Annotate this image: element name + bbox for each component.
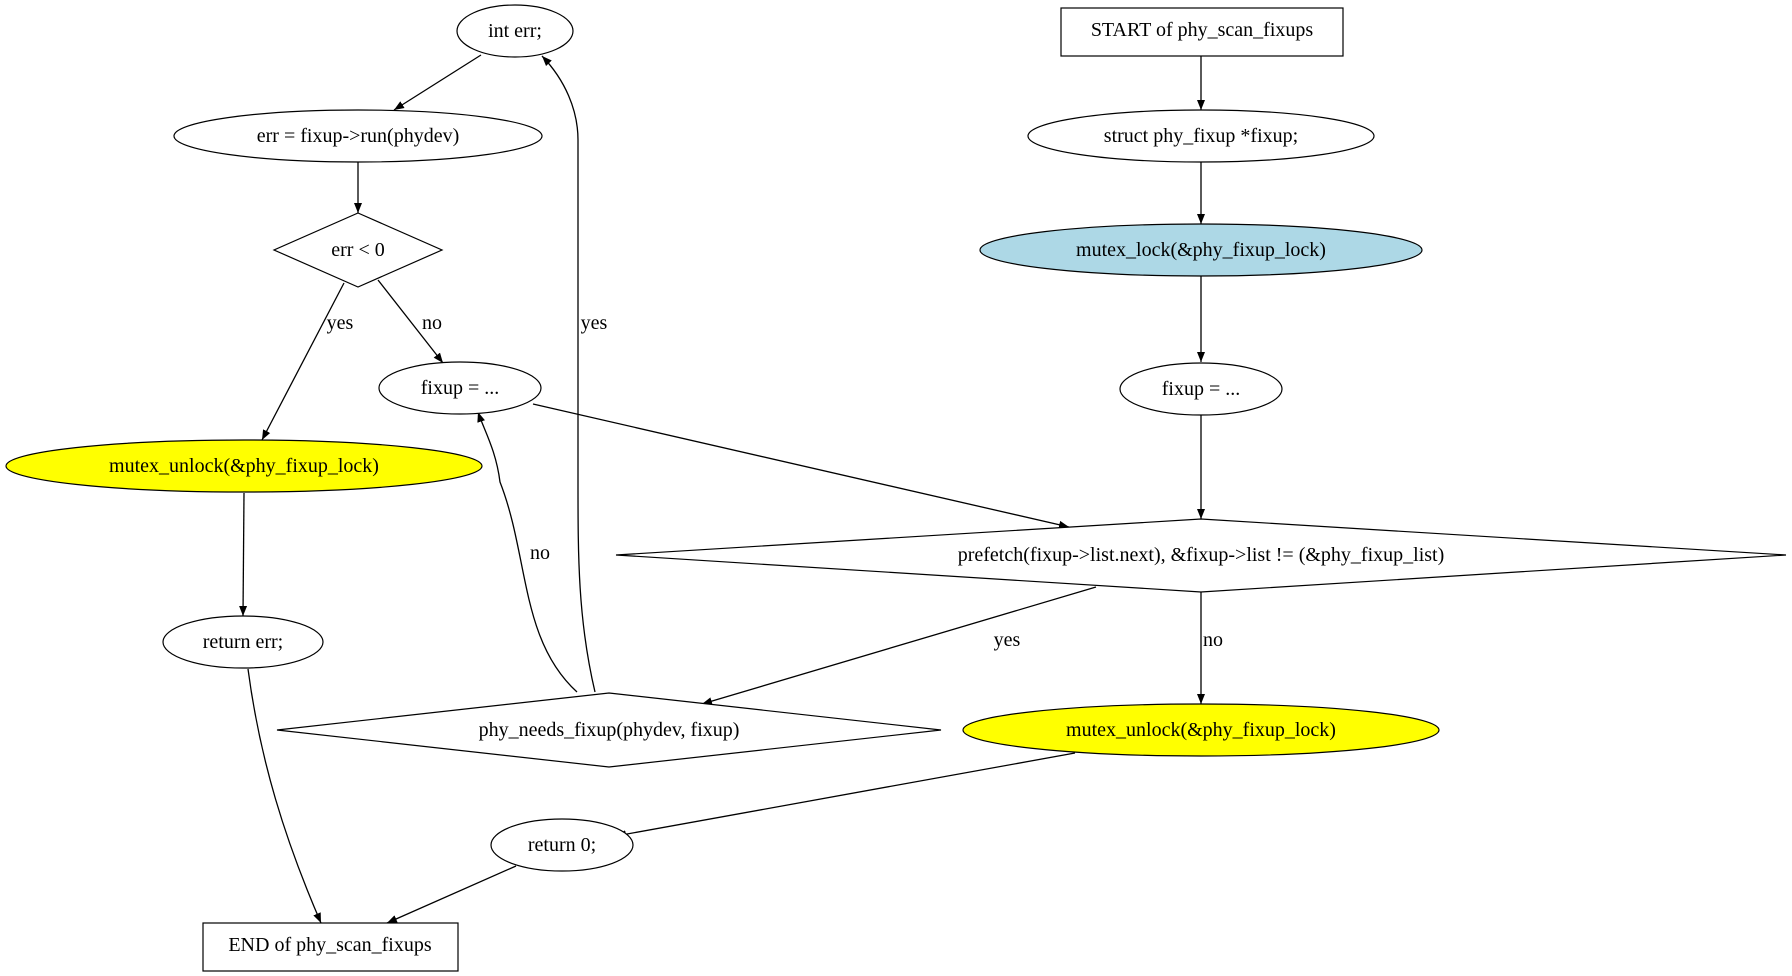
node-loop-cond: prefetch(fixup->list.next), &fixup->list… bbox=[615, 518, 1787, 593]
edge-loop-yes-to-needs bbox=[701, 586, 1097, 705]
node-needs-fixup-label: phy_needs_fixup(phydev, fixup) bbox=[479, 719, 740, 741]
node-int-err-label: int err; bbox=[488, 20, 542, 42]
node-return-zero-label: return 0; bbox=[528, 834, 596, 856]
node-fixup-init: fixup = ... bbox=[1119, 362, 1283, 416]
node-start-label: START of phy_scan_fixups bbox=[1091, 19, 1314, 41]
edge-unlock-to-return-zero bbox=[615, 752, 1076, 839]
node-int-err: int err; bbox=[456, 4, 574, 58]
node-mutex-lock-label: mutex_lock(&phy_fixup_lock) bbox=[1076, 239, 1326, 261]
node-fixup-next-label: fixup = ... bbox=[421, 377, 500, 399]
node-mutex-lock: mutex_lock(&phy_fixup_lock) bbox=[979, 223, 1423, 277]
node-end: END of phy_scan_fixups bbox=[202, 922, 459, 972]
edge-label-loop-no: no bbox=[1203, 629, 1223, 651]
node-return-err: return err; bbox=[162, 615, 324, 669]
edge-int-err-to-run bbox=[393, 54, 482, 111]
edge-return-zero-to-end bbox=[386, 865, 517, 924]
edge-label-needs-yes: yes bbox=[581, 312, 608, 334]
node-run-label: err = fixup->run(phydev) bbox=[257, 125, 460, 147]
node-end-label: END of phy_scan_fixups bbox=[228, 934, 432, 956]
node-decl-fixup-label: struct phy_fixup *fixup; bbox=[1104, 125, 1298, 147]
node-unlock-err-label: mutex_unlock(&phy_fixup_lock) bbox=[109, 455, 379, 477]
edge-label-loop-yes: yes bbox=[994, 629, 1021, 651]
node-return-zero: return 0; bbox=[490, 818, 634, 872]
node-decl-fixup: struct phy_fixup *fixup; bbox=[1027, 109, 1375, 163]
edge-fixup-next-to-loop bbox=[532, 403, 1070, 529]
edge-label-err-no: no bbox=[422, 312, 442, 334]
edges bbox=[239, 54, 1205, 924]
node-fixup-next: fixup = ... bbox=[378, 361, 542, 415]
node-fixup-init-label: fixup = ... bbox=[1162, 378, 1241, 400]
node-return-err-label: return err; bbox=[203, 631, 284, 653]
edge-label-err-yes: yes bbox=[327, 312, 354, 334]
edge-labels: yes no yes no yes no bbox=[327, 312, 1223, 651]
nodes: START of phy_scan_fixups struct phy_fixu… bbox=[5, 4, 1787, 972]
edge-needs-no-to-fixup-next bbox=[477, 411, 578, 693]
node-run: err = fixup->run(phydev) bbox=[173, 109, 543, 163]
edge-needs-yes-to-int-err bbox=[541, 55, 596, 693]
node-unlock-end-label: mutex_unlock(&phy_fixup_lock) bbox=[1066, 719, 1336, 741]
edge-return-err-to-end bbox=[247, 668, 322, 924]
node-unlock-err: mutex_unlock(&phy_fixup_lock) bbox=[5, 439, 483, 493]
node-needs-fixup: phy_needs_fixup(phydev, fixup) bbox=[276, 692, 942, 768]
node-unlock-end: mutex_unlock(&phy_fixup_lock) bbox=[962, 703, 1440, 757]
edge-label-needs-no: no bbox=[530, 542, 550, 564]
edge-err-yes-to-unlock bbox=[261, 282, 345, 441]
node-err-cond-label: err < 0 bbox=[331, 239, 384, 261]
node-err-cond: err < 0 bbox=[272, 212, 444, 288]
edge-err-no-to-fixup-next bbox=[377, 279, 444, 364]
node-start: START of phy_scan_fixups bbox=[1060, 7, 1344, 57]
edge-unlock-err-to-return-err bbox=[239, 492, 248, 617]
node-loop-cond-label: prefetch(fixup->list.next), &fixup->list… bbox=[958, 544, 1445, 566]
